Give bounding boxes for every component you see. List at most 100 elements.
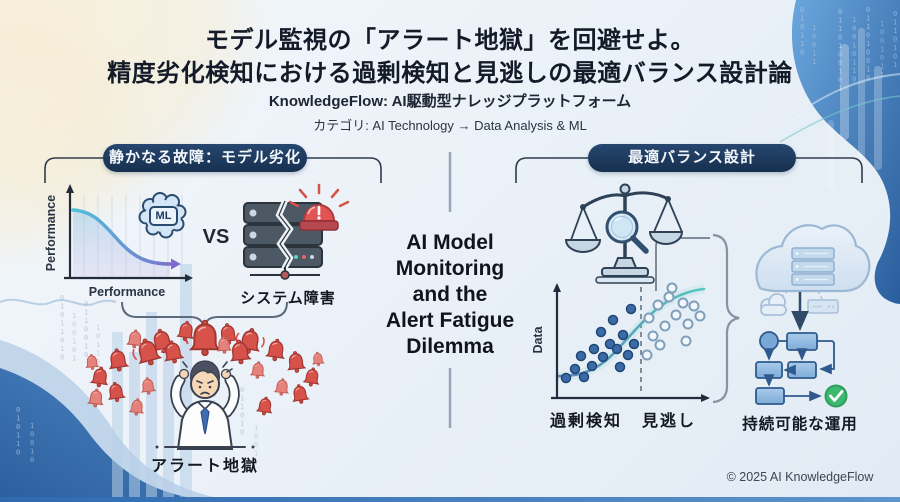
performance-decline-chart [64,184,193,282]
scatter-dot-hollow [688,300,700,312]
scatter-dot-filled [622,349,634,361]
alert-bell [164,340,185,364]
scatter-dot-filled [560,372,572,384]
perf-chart-xlabel: Performance [88,285,166,299]
scatter-dot-filled [575,350,587,362]
alert-bell [132,338,164,366]
scatter-dot-hollow [670,309,682,321]
center-text-line: Dilemma [406,335,494,358]
alert-bell [273,378,290,396]
scatter-dot-hollow [641,349,653,361]
scatter-dot-hollow [647,330,659,342]
scatter-dot-hollow [659,320,671,332]
scatter-dot-hollow [666,282,678,294]
tradeoff-scatter-chart [551,282,710,402]
alert-bell [302,367,320,387]
scatter-dot-hollow [663,291,675,303]
scatter-dot-hollow [694,310,706,322]
scatter-dot-filled [628,338,640,350]
scatter-dot-hollow [680,335,692,347]
scatter-dot-filled [578,371,590,383]
center-text-line: Monitoring [395,257,505,280]
scatter-left-label: 過剰検知 [549,413,622,430]
ml-label: ML [155,210,172,222]
blue-blob-top-right [779,0,900,304]
scatter-dot-filled [588,343,600,355]
scatter-dots-hollow [641,282,706,361]
copyright: © 2025 AI KnowledgeFlow [726,470,874,484]
page-subtitle: KnowledgeFlow: AI駆動型ナレッジプラットフォーム [268,93,632,110]
alert-bell [287,351,307,373]
scatter-dot-hollow [682,318,694,330]
alert-bells-icon [85,319,325,416]
alert-hell-caption: アラート地獄 [150,458,259,475]
page-title-line2: 精度劣化検知における過剰検知と見逃しの最適バランス設計論 [107,60,793,87]
alert-bell [125,329,143,349]
alert-bell [140,377,157,395]
bottom-strip [0,497,900,502]
scatter-dot-filled [569,363,581,375]
workflow-flowchart-icon [755,331,848,408]
overwhelmed-person-icon [155,360,255,450]
scatter-dot-hollow [654,339,666,351]
scatter-dot-filled [617,329,629,341]
scatter-dot-filled [586,360,598,372]
alert-bell [128,398,145,416]
alert-bell [249,361,266,379]
cloud-server-icon [755,224,871,331]
alert-bell [89,366,109,388]
scatter-dots-filled [560,303,640,384]
badge-optimal-balance: 最適バランス設計 [588,144,796,172]
alert-bell [264,338,285,362]
scatter-dot-filled [595,326,607,338]
curly-brace-connector [712,233,740,404]
scatter-dot-hollow [643,312,655,324]
scatter-dot-filled [611,343,623,355]
scatter-right-label: 見逃し [641,413,696,430]
server-failure-icon [243,183,350,280]
alert-bell [255,396,273,416]
alert-bell [229,339,252,365]
success-check-icon [824,384,848,408]
scatter-dot-filled [607,314,619,326]
magnifier-icon [605,210,649,254]
scale-connector-line [655,237,710,291]
alert-bell [292,384,310,404]
vs-label: VS [202,226,230,248]
center-text-line: and the [412,283,488,306]
scatter-dot-hollow [652,299,664,311]
alert-bell [85,353,100,370]
scatter-ylabel: Data [531,326,545,354]
badge-silent-failure: 静かなる故障：モデル劣化 [103,144,307,172]
page-title-line1: モデル監視の「アラート地獄」を回避せよ。 [205,27,695,54]
alert-bell [312,351,325,367]
alarm-icon [288,183,350,231]
alert-bell [216,336,233,354]
alert-bell [176,320,195,342]
ml-brain-icon [138,192,187,239]
server-caption: システム障害 [240,290,336,307]
alert-bell [107,381,126,403]
scatter-dot-filled [597,351,609,363]
scatter-dot-hollow [677,297,689,309]
center-text-line: AI Model [406,231,494,254]
scatter-dot-filled [625,303,637,315]
alert-bell [108,348,130,372]
category-breadcrumb: カテゴリ: AI Technology → Data Analysis & ML [313,118,587,133]
